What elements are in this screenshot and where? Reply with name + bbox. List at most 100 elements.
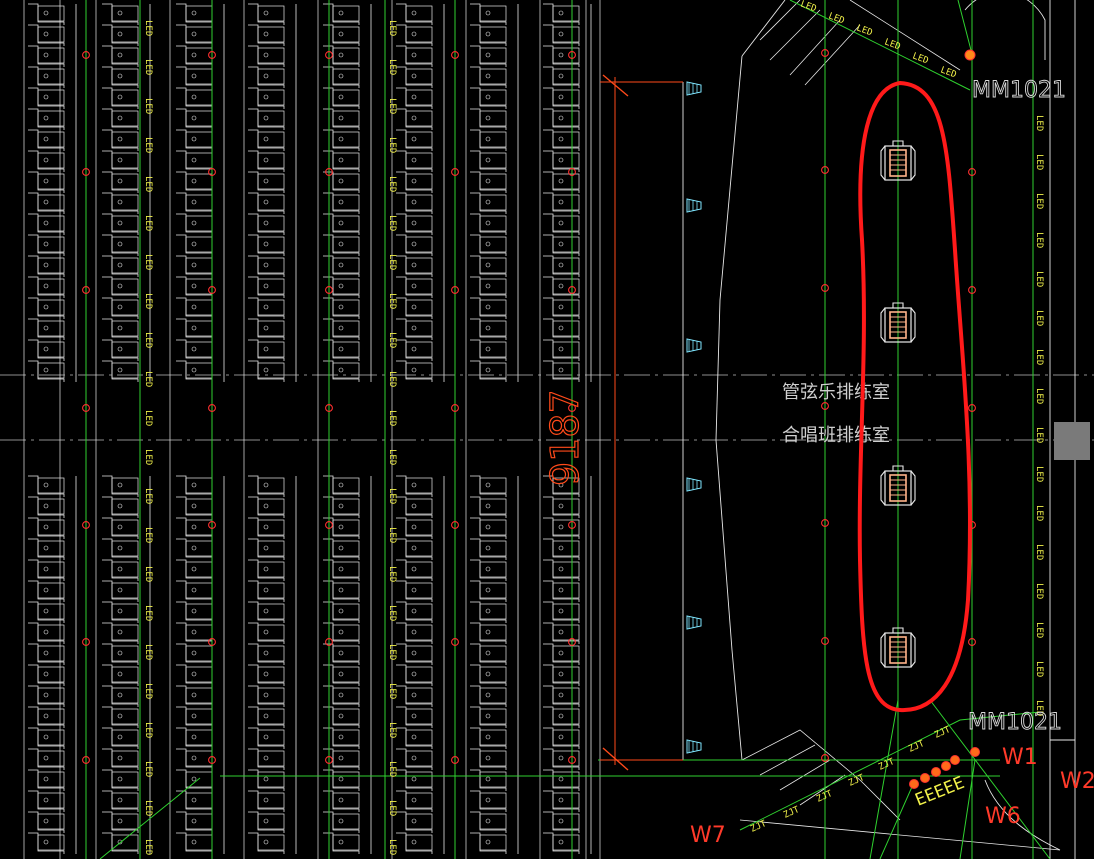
seat-block-icon bbox=[558, 734, 564, 740]
seat-block-icon bbox=[263, 94, 269, 100]
seat-block-icon bbox=[176, 832, 213, 854]
seat-block-icon bbox=[117, 818, 123, 824]
seat-block-icon bbox=[117, 524, 123, 530]
seat-block-icon bbox=[411, 52, 417, 58]
seat-block-icon bbox=[37, 278, 65, 295]
seat-block-icon bbox=[263, 839, 269, 845]
seat-block-icon bbox=[485, 136, 491, 142]
seat-block-icon bbox=[111, 26, 139, 43]
seat-block-icon bbox=[185, 131, 213, 148]
seat-block-icon bbox=[411, 262, 417, 268]
wall-outline bbox=[23, 0, 1076, 859]
seat-block-icon bbox=[479, 236, 507, 253]
seat-block-icon bbox=[323, 87, 360, 109]
scrollbar-thumb[interactable] bbox=[1054, 422, 1090, 460]
seat-block-icon bbox=[405, 477, 433, 494]
junction-node-icon bbox=[325, 404, 333, 412]
seat-block-icon bbox=[263, 220, 269, 226]
seat-block-icon bbox=[396, 360, 433, 382]
seat-block-icon bbox=[102, 769, 139, 791]
seat-block-icon bbox=[111, 110, 139, 127]
seat-block-icon bbox=[191, 241, 197, 247]
seat-block-icon bbox=[479, 813, 507, 830]
seat-block-icon bbox=[257, 152, 285, 169]
seat-block-icon bbox=[332, 26, 360, 43]
seat-block-icon bbox=[479, 362, 507, 379]
led-label: LED bbox=[143, 176, 153, 192]
seat-block-icon bbox=[117, 367, 123, 373]
seat-block-icon bbox=[37, 89, 65, 106]
seat-block-icon bbox=[405, 47, 433, 64]
junction-node-icon bbox=[82, 638, 90, 646]
seat-block-icon bbox=[552, 110, 580, 127]
seat-block-icon bbox=[405, 320, 433, 337]
seat-block-icon bbox=[332, 341, 360, 358]
seat-block-icon bbox=[558, 157, 564, 163]
seat-block-icon bbox=[396, 297, 433, 319]
seat-block-icon bbox=[552, 236, 580, 253]
junction-node-icon bbox=[451, 168, 459, 176]
seat-block-icon bbox=[176, 213, 213, 235]
door-swing-bottom bbox=[984, 779, 1061, 851]
seat-block-icon bbox=[411, 650, 417, 656]
drawing-text: 管弦乐排练室 合唱班排练室 MM1021 MM1021 W1 W2 W6 W7 … bbox=[542, 78, 1094, 848]
led-label: LED bbox=[387, 371, 397, 387]
seat-block-icon bbox=[323, 790, 360, 812]
seat-block-icon bbox=[176, 297, 213, 319]
seat-block-icon bbox=[396, 171, 433, 193]
seat-block-icon bbox=[117, 136, 123, 142]
seat-block-icon bbox=[558, 304, 564, 310]
seat-block-icon bbox=[332, 771, 360, 788]
seat-block-icon bbox=[411, 839, 417, 845]
seat-block-icon bbox=[111, 152, 139, 169]
seat-block-icon bbox=[28, 643, 65, 665]
led-label: LED bbox=[143, 644, 153, 660]
seat-block-icon bbox=[102, 832, 139, 854]
seat-block-icon bbox=[191, 587, 197, 593]
seat-block-icon bbox=[485, 10, 491, 16]
seat-block-icon bbox=[485, 545, 491, 551]
seat-block-icon bbox=[257, 68, 285, 85]
seat-block-icon bbox=[411, 178, 417, 184]
seat-block-icon bbox=[28, 622, 65, 644]
seat-block-icon bbox=[411, 241, 417, 247]
seat-block-icon bbox=[479, 603, 507, 620]
seat-block-icon bbox=[396, 643, 433, 665]
led-label: LED bbox=[855, 23, 874, 38]
junction-node-icon bbox=[325, 168, 333, 176]
junction-node-icon bbox=[568, 51, 576, 59]
seat-block-icon bbox=[257, 236, 285, 253]
seat-block-icon bbox=[543, 45, 580, 67]
seat-block-icon bbox=[470, 664, 507, 686]
seat-block-icon bbox=[117, 52, 123, 58]
seat-block-icon bbox=[543, 24, 580, 46]
seat-block-icon bbox=[470, 171, 507, 193]
seat-block-icon bbox=[405, 110, 433, 127]
seat-block-icon bbox=[263, 608, 269, 614]
seat-block-icon bbox=[543, 811, 580, 833]
seat-block-icon bbox=[405, 582, 433, 599]
seat-block-icon bbox=[552, 320, 580, 337]
seat-block-icon bbox=[257, 5, 285, 22]
seat-block-icon bbox=[28, 24, 65, 46]
junction-node-icon bbox=[451, 404, 459, 412]
seat-block-icon bbox=[248, 276, 285, 298]
seat-block-icon bbox=[332, 477, 360, 494]
seat-block-icon bbox=[185, 215, 213, 232]
seat-block-icon bbox=[332, 131, 360, 148]
seat-block-icon bbox=[176, 255, 213, 277]
seat-block-icon bbox=[479, 89, 507, 106]
seat-block-icon bbox=[411, 325, 417, 331]
seat-block-icon bbox=[263, 713, 269, 719]
led-label: LED bbox=[143, 722, 153, 738]
seat-block-icon bbox=[43, 52, 49, 58]
seat-block-icon bbox=[323, 213, 360, 235]
seat-block-icon bbox=[543, 643, 580, 665]
led-label: LED bbox=[387, 332, 397, 348]
seat-block-icon bbox=[332, 68, 360, 85]
seat-block-icon bbox=[117, 304, 123, 310]
seat-block-icon bbox=[263, 157, 269, 163]
seat-block-icon bbox=[257, 729, 285, 746]
seat-block-icon bbox=[543, 559, 580, 581]
